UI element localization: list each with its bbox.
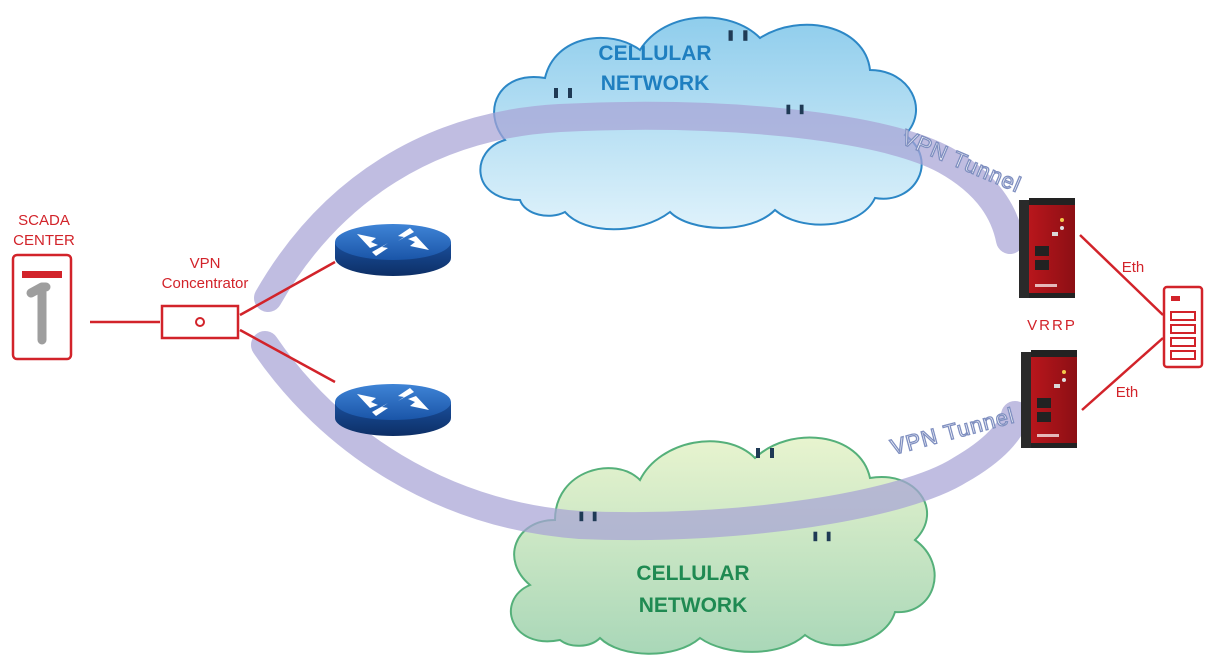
cellular-cloud-bottom (510, 436, 936, 655)
scada-label-line1: SCADA (18, 212, 70, 229)
concentrator-label-line2: Concentrator (162, 275, 249, 292)
concentrator-label-line1: VPN (190, 255, 221, 272)
link-concentrator-router-top (239, 260, 336, 317)
scada-label-line2: CENTER (13, 232, 75, 249)
vpn-tunnel-top (254, 101, 1024, 312)
industrial-router-icon (1019, 198, 1075, 298)
eth-top-label: Eth (1122, 259, 1145, 276)
cloud-bottom-label-line1: CELLULAR (636, 562, 749, 585)
router-icon (335, 224, 451, 276)
cloud-top-label-line1: CELLULAR (598, 42, 711, 65)
scada-server-icon (11, 253, 73, 361)
eth-bottom-label: Eth (1116, 384, 1139, 401)
router-icon (335, 384, 451, 436)
link-eth-top (1079, 234, 1164, 316)
vrrp-label: VRRP (1027, 317, 1077, 334)
link-eth-bottom (1081, 337, 1164, 411)
link-concentrator-router-bottom (239, 328, 336, 384)
rtu-device-icon (1162, 285, 1204, 369)
cloud-top-label-line2: NETWORK (601, 72, 710, 95)
vpn-tunnel-bottom (251, 331, 1029, 541)
cloud-bottom-label-line2: NETWORK (639, 594, 748, 617)
industrial-router-icon (1021, 350, 1077, 448)
vpn-concentrator-icon (160, 304, 240, 340)
